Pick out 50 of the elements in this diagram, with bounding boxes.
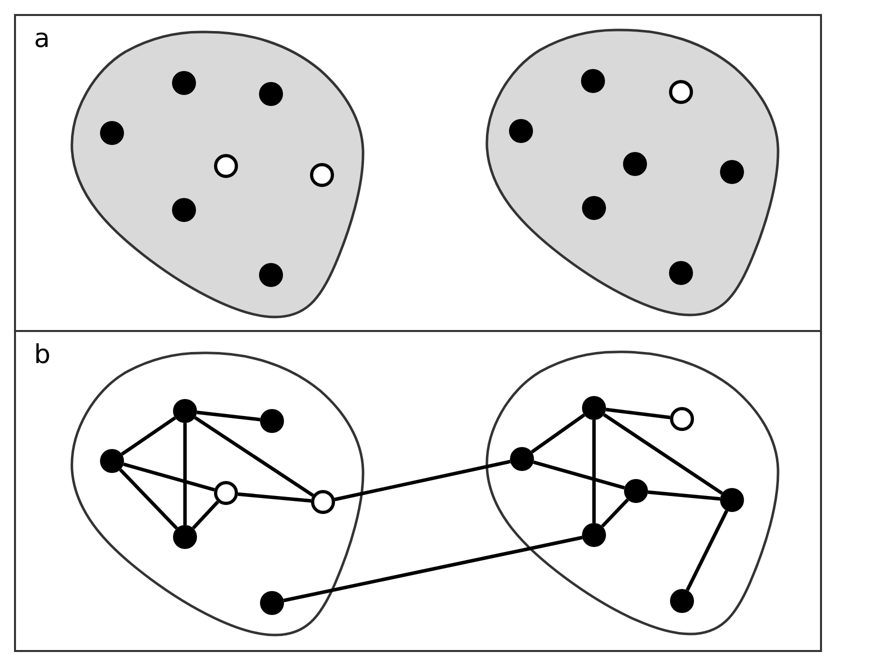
connector-line	[601, 498, 629, 528]
connector-line	[603, 413, 723, 495]
dot-icon	[100, 449, 124, 473]
dot-icon	[510, 447, 534, 471]
dot-icon	[623, 152, 647, 176]
ring-icon	[670, 407, 694, 431]
panel-label: a	[34, 26, 50, 52]
connector-line	[123, 462, 215, 492]
dot-icon	[582, 196, 606, 220]
dot-icon	[670, 589, 694, 613]
connector-line	[196, 410, 260, 422]
dot-icon	[582, 523, 606, 547]
dot-icon	[581, 69, 605, 93]
ring-icon	[310, 163, 334, 187]
connector-line	[648, 490, 720, 501]
panel-frame	[14, 14, 822, 332]
dot-icon	[669, 261, 693, 285]
connector-line	[592, 420, 596, 523]
connector-line	[120, 416, 176, 456]
connector-line	[533, 460, 625, 490]
dot-icon	[259, 263, 283, 287]
panel-label: b	[34, 342, 51, 368]
dot-icon	[624, 479, 648, 503]
connector-line	[283, 536, 583, 602]
connector-line	[119, 468, 178, 530]
connector-line	[194, 416, 314, 497]
dot-icon	[172, 71, 196, 95]
dot-icon	[173, 525, 197, 549]
dot-icon	[260, 591, 284, 615]
connector-line	[238, 492, 312, 503]
connector-line	[183, 423, 187, 525]
panel-frame	[14, 330, 822, 652]
dot-icon	[259, 82, 283, 106]
dot-icon	[260, 409, 284, 433]
connector-line	[334, 460, 511, 502]
connector-line	[606, 408, 670, 420]
dot-icon	[172, 198, 196, 222]
connector-line	[686, 510, 728, 591]
ring-icon	[311, 490, 335, 514]
ring-icon	[669, 80, 693, 104]
ring-icon	[214, 154, 238, 178]
dot-icon	[582, 396, 606, 420]
ring-icon	[214, 481, 238, 505]
connector-line	[192, 500, 220, 530]
dot-icon	[509, 119, 533, 143]
dot-icon	[173, 399, 197, 423]
dot-icon	[100, 121, 124, 145]
dot-icon	[720, 160, 744, 184]
connector-line	[530, 413, 586, 454]
dot-icon	[720, 488, 744, 512]
